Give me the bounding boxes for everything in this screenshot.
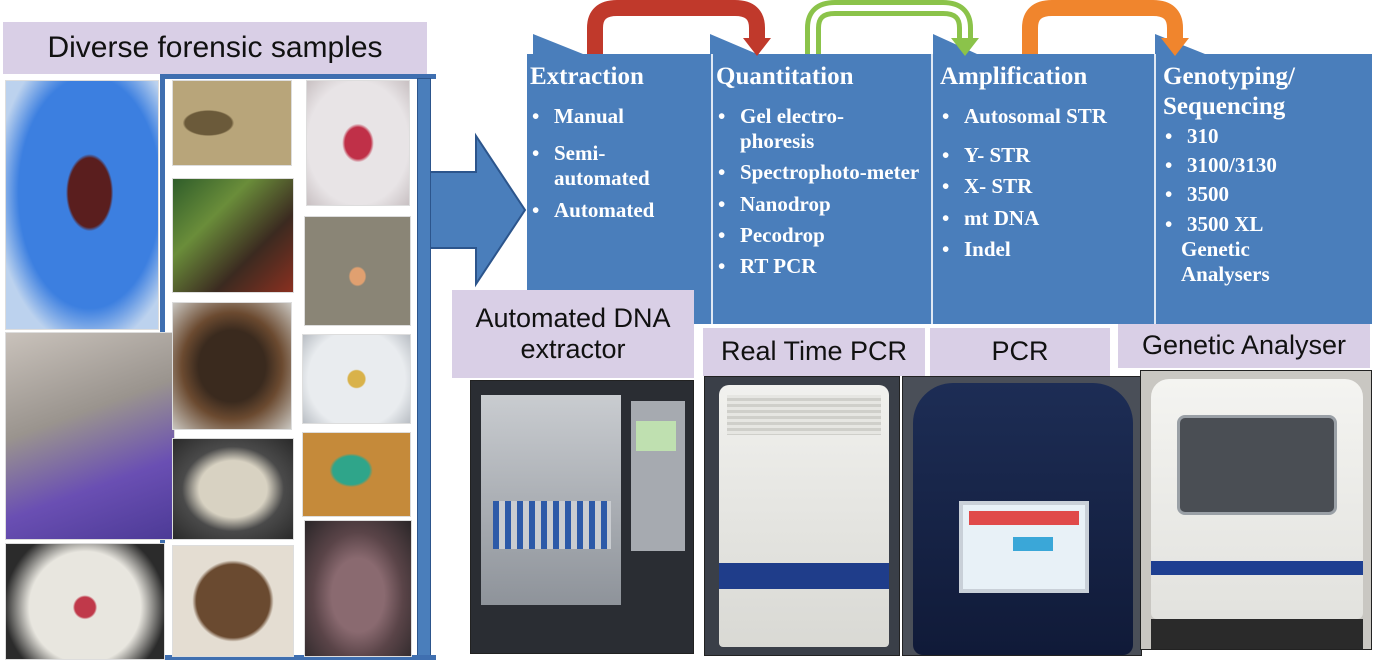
dna-extractor-image	[470, 380, 694, 654]
samples-title: Diverse forensic samples	[3, 22, 427, 74]
loop-arrow-1	[587, 0, 765, 54]
stage-item: Semi-automated	[530, 141, 684, 191]
cigarette-butt-photo	[304, 216, 411, 326]
skeleton-photo	[172, 80, 292, 166]
stage-quantitation: Quantitation Gel electro-phoresis Spectr…	[716, 62, 926, 285]
charred-remains-photo	[172, 302, 292, 430]
stage-item: Spectrophoto-meter	[716, 160, 925, 185]
instrument-label-extractor: Automated DNA extractor	[452, 290, 694, 378]
teeth-photo	[302, 334, 411, 424]
tissue-photo	[304, 520, 412, 657]
stage-item: mt DNA	[940, 206, 1150, 231]
loop-arrow-3	[1022, 0, 1183, 54]
stage-title: Genotyping/ Sequencing	[1163, 63, 1295, 120]
stage-item: Genetic Analysers	[1181, 236, 1270, 286]
stage-extraction: Extraction Manual Semi-automated Automat…	[530, 62, 710, 229]
samples-frame-right	[417, 78, 431, 660]
instrument-label-pcr: PCR	[930, 328, 1110, 376]
stage-title: Extraction	[530, 63, 644, 90]
container-photo	[172, 545, 294, 657]
stage-amplification: Amplification Autosomal STR Y- STR X- ST…	[940, 62, 1150, 268]
genetic-analyser-image	[1140, 370, 1372, 650]
stage-item: Autosomal STR	[940, 104, 1150, 129]
shoe-stain-photo	[5, 543, 165, 660]
stage-item: 3500	[1163, 182, 1368, 207]
real-time-pcr-image	[704, 376, 900, 656]
stage-item: Gel electro-phoresis	[716, 104, 890, 154]
samples-frame-bottom	[160, 655, 436, 660]
skull-photo	[172, 438, 294, 540]
stage-item: Automated	[530, 198, 710, 223]
stage-item: Manual	[530, 104, 710, 129]
instrument-label-analyser: Genetic Analyser	[1118, 324, 1370, 368]
vegetation-photo	[172, 178, 294, 293]
stage-item: Nanodrop	[716, 192, 926, 217]
stage-genotyping: Genotyping/ Sequencing 310 3100/3130 350…	[1163, 62, 1368, 293]
flow-arrow	[430, 132, 527, 288]
blood-tube-photo	[5, 80, 159, 330]
fetus-photo	[306, 80, 410, 206]
stage-item: 3100/3130	[1163, 153, 1368, 178]
stage-item: 310	[1163, 124, 1368, 149]
stage-item: RT PCR	[716, 254, 926, 279]
stage-item: X- STR	[940, 174, 1150, 199]
stage-item: Indel	[940, 237, 1150, 262]
stage-item: Pecodrop	[716, 223, 926, 248]
swab-collection-photo	[5, 332, 175, 540]
pcr-thermocycler-image	[902, 376, 1142, 656]
stage-item: Y- STR	[940, 143, 1150, 168]
stage-title: Quantitation	[716, 63, 854, 90]
stage-item: 3500 XL	[1163, 212, 1368, 237]
chewing-gum-photo	[302, 432, 411, 517]
stage-title: Amplification	[940, 63, 1088, 90]
instrument-label-rtpcr: Real Time PCR	[703, 328, 925, 376]
samples-frame-top	[160, 74, 436, 79]
